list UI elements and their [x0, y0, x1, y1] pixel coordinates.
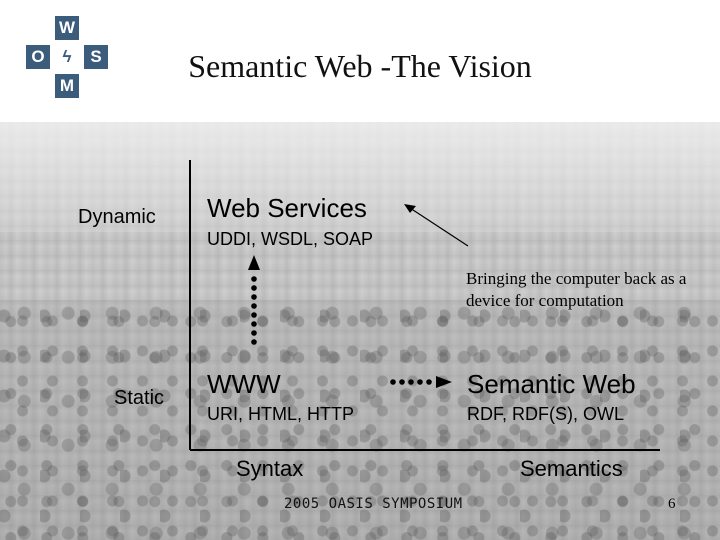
axis-label-semantics: Semantics [520, 456, 623, 481]
logo-letter-w: W [55, 16, 79, 40]
semantic-web-languages: RDF, RDF(S), OWL [467, 404, 624, 424]
slide-title: Semantic Web -The Vision [188, 48, 532, 84]
semantic-web-title: Semantic Web [467, 369, 636, 399]
logo-letter-m: M [55, 74, 79, 98]
background-photo-crowd [0, 300, 720, 540]
www-title: WWW [207, 369, 281, 399]
logo-letter-o: O [26, 45, 50, 69]
logo-letter-s: S [84, 45, 108, 69]
vertical-dotted-arrow [248, 255, 260, 345]
page-number: 6 [668, 496, 676, 512]
axis-label-syntax: Syntax [236, 456, 304, 481]
row-label-static: Static [114, 387, 165, 409]
annotation-line-1: Bringing the computer back as a [466, 269, 687, 288]
www-protocols: URI, HTML, HTTP [207, 404, 354, 424]
web-services-protocols: UDDI, WSDL, SOAP [207, 229, 374, 249]
logo-center-mark: ϟ [55, 45, 79, 69]
footer-text: 2005 OASIS SYMPOSIUM [284, 496, 463, 512]
row-label-dynamic: Dynamic [78, 206, 156, 228]
annotation-pointer [404, 204, 469, 247]
annotation-line-2: device for computation [466, 291, 624, 310]
background-photo-sky [0, 122, 720, 232]
oasis-logo: W O ϟ S M [26, 16, 108, 104]
web-services-title: Web Services [207, 193, 367, 223]
horizontal-dotted-arrow [390, 376, 452, 388]
